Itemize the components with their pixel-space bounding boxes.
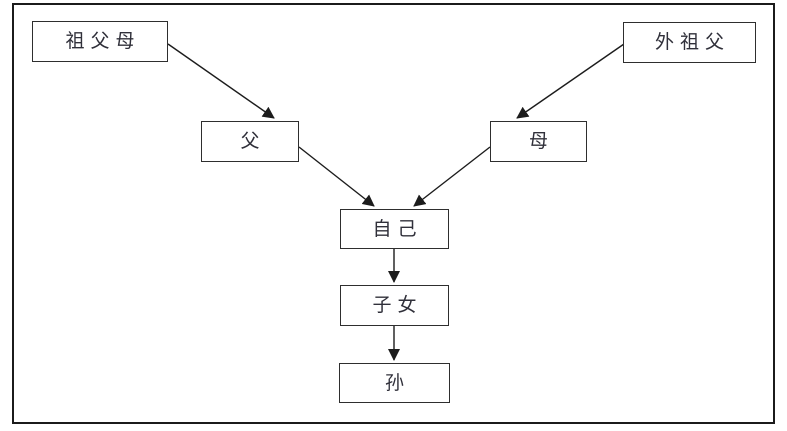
outer-frame [12, 3, 775, 424]
node-children-label: 子女 [372, 295, 423, 316]
node-grandchild: 孙 [339, 363, 450, 403]
node-paternal-grandparents: 祖父母 [32, 21, 168, 62]
node-father-label: 父 [240, 131, 266, 152]
node-self-label: 自己 [372, 218, 423, 240]
node-self: 自己 [340, 209, 449, 249]
node-maternal-grandfather-label: 外祖父 [654, 32, 730, 53]
node-father: 父 [201, 121, 299, 162]
node-children: 子女 [340, 285, 449, 326]
node-grandchild-label: 孙 [384, 372, 410, 394]
node-mother: 母 [490, 121, 587, 162]
node-mother-label: 母 [528, 131, 554, 152]
node-maternal-grandfather: 外祖父 [623, 22, 756, 63]
node-paternal-grandparents-label: 祖父母 [65, 31, 141, 52]
